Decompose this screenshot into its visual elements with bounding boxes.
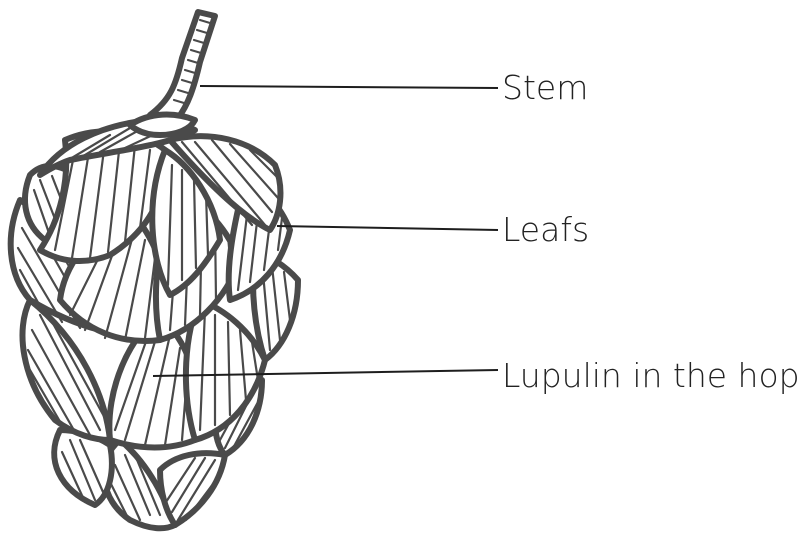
lupulin-label: Lupulin in the hop bbox=[502, 356, 800, 395]
stem-leader-line bbox=[200, 86, 498, 88]
hop-cone-icon bbox=[11, 12, 298, 528]
stem-label: Stem bbox=[502, 68, 588, 107]
leafs-label: Leafs bbox=[502, 210, 589, 249]
stem-shape bbox=[150, 12, 215, 118]
stem-crown bbox=[130, 115, 195, 135]
leafs-leader-line bbox=[277, 226, 498, 230]
